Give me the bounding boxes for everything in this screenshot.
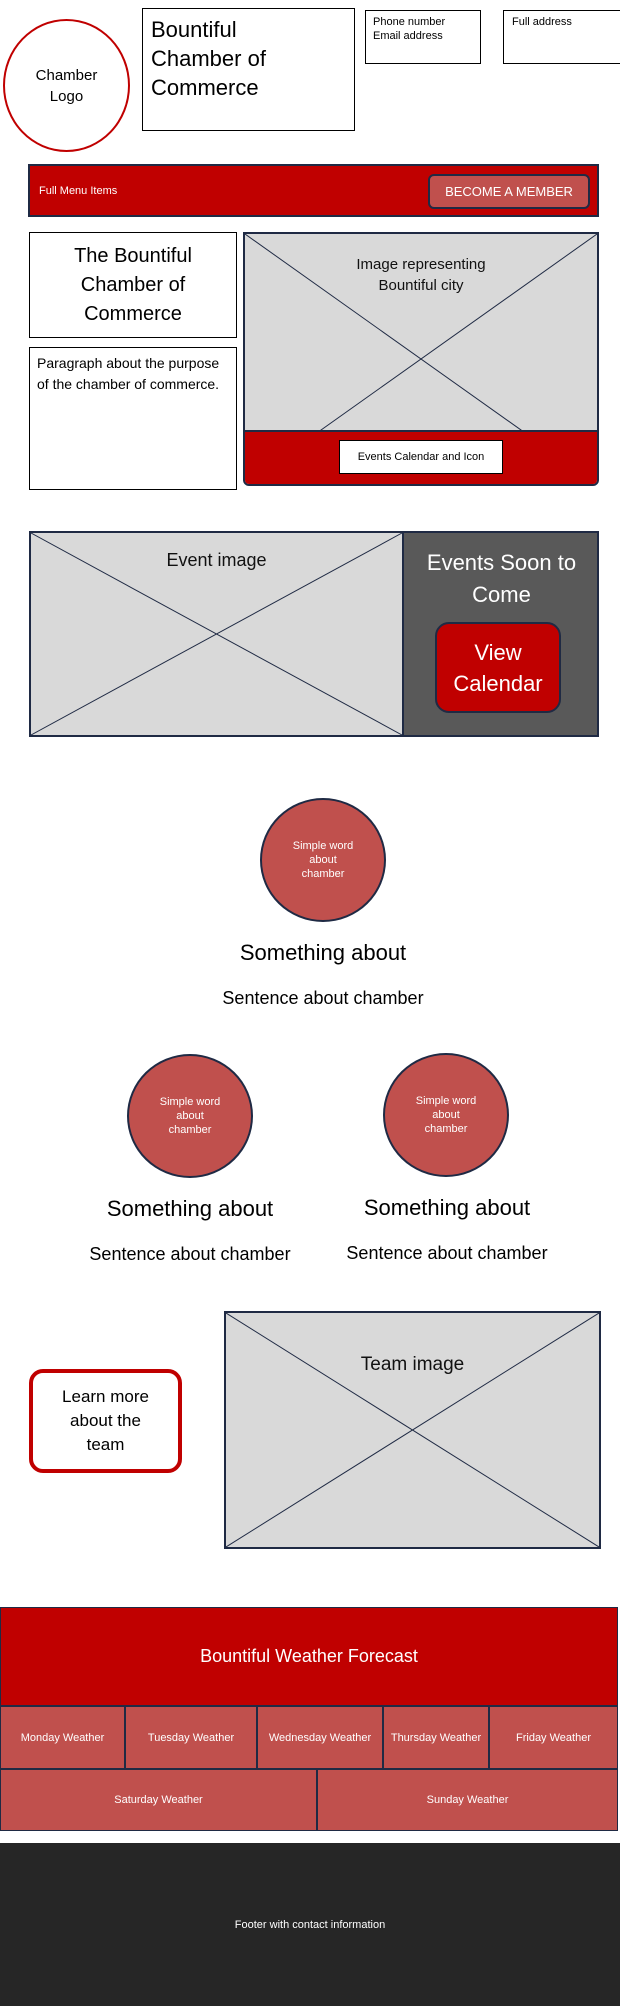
footer: Footer with contact information — [0, 1843, 620, 2006]
footer-contact-info: Footer with contact information — [234, 1918, 386, 1931]
feature-word: Simple word about chamber — [415, 1095, 477, 1135]
weather-day-friday[interactable]: Friday Weather — [489, 1706, 618, 1769]
become-member-button[interactable]: BECOME A MEMBER — [428, 174, 590, 209]
feature-word: Simple word about chamber — [292, 840, 354, 880]
weather-day-sunday[interactable]: Sunday Weather — [317, 1769, 618, 1831]
full-address: Full address — [512, 16, 572, 28]
feature-title: Something about — [239, 940, 407, 965]
nav-bar: Full Menu Items BECOME A MEMBER — [28, 164, 599, 217]
feature-circle: Simple word about chamber — [383, 1053, 509, 1177]
site-title-box: Bountiful Chamber of Commerce — [142, 8, 355, 131]
feature-title: Something about — [106, 1196, 274, 1221]
intro-heading-box: The Bountiful Chamber of Commerce — [29, 232, 237, 338]
events-calendar-bar: Events Calendar and Icon — [245, 430, 597, 484]
feature-word: Simple word about chamber — [159, 1096, 221, 1136]
intro-heading: The Bountiful Chamber of Commerce — [74, 244, 192, 325]
events-heading: Events Soon to Come — [426, 550, 577, 607]
learn-more-team-button[interactable]: Learn more about the team — [29, 1369, 182, 1473]
nav-menu-items[interactable]: Full Menu Items — [39, 185, 118, 197]
team-image-caption: Team image — [360, 1354, 465, 1375]
feature-circle: Simple word about chamber — [260, 798, 386, 922]
feature-circle: Simple word about chamber — [127, 1054, 253, 1178]
events-panel: Events Soon to Come View Calendar — [402, 531, 599, 737]
weather-day-monday[interactable]: Monday Weather — [0, 1706, 125, 1769]
feature-sentence: Sentence about chamber — [346, 1243, 548, 1263]
weather-day-saturday[interactable]: Saturday Weather — [0, 1769, 317, 1831]
intro-paragraph: Paragraph about the purpose of the chamb… — [37, 355, 220, 392]
view-calendar-button[interactable]: View Calendar — [435, 622, 561, 713]
feature-sentence: Sentence about chamber — [89, 1244, 291, 1264]
site-title: Bountiful Chamber of Commerce — [151, 17, 266, 100]
weather-banner: Bountiful Weather Forecast — [0, 1607, 618, 1706]
image-placeholder-cross — [31, 533, 402, 735]
weather-day-tuesday[interactable]: Tuesday Weather — [125, 1706, 257, 1769]
contact-box: Phone number Email address — [365, 10, 481, 64]
weather-day-wednesday[interactable]: Wednesday Weather — [257, 1706, 383, 1769]
feature-sentence: Sentence about chamber — [222, 988, 424, 1008]
event-image-caption: Event image — [166, 550, 267, 570]
address-box: Full address — [503, 10, 620, 64]
feature-title: Something about — [363, 1195, 531, 1220]
image-placeholder-cross — [226, 1313, 599, 1547]
learn-more-team-label: Learn more about the team — [62, 1387, 149, 1454]
city-image-placeholder: Image representing Bountiful city Events… — [243, 232, 599, 486]
city-image-caption: Image representing Bountiful city — [356, 256, 486, 294]
events-calendar-link[interactable]: Events Calendar and Icon — [339, 440, 503, 474]
phone-number[interactable]: Phone number — [373, 16, 446, 28]
weather-day-thursday[interactable]: Thursday Weather — [383, 1706, 489, 1769]
intro-paragraph-box: Paragraph about the purpose of the chamb… — [29, 347, 237, 490]
email-address[interactable]: Email address — [373, 30, 443, 42]
weather-title: Bountiful Weather Forecast — [200, 1646, 418, 1666]
team-image-placeholder: Team image — [224, 1311, 601, 1549]
logo-text: Chamber Logo — [35, 66, 98, 105]
chamber-logo[interactable]: Chamber Logo — [3, 19, 130, 152]
event-image-placeholder: Event image — [29, 531, 404, 737]
